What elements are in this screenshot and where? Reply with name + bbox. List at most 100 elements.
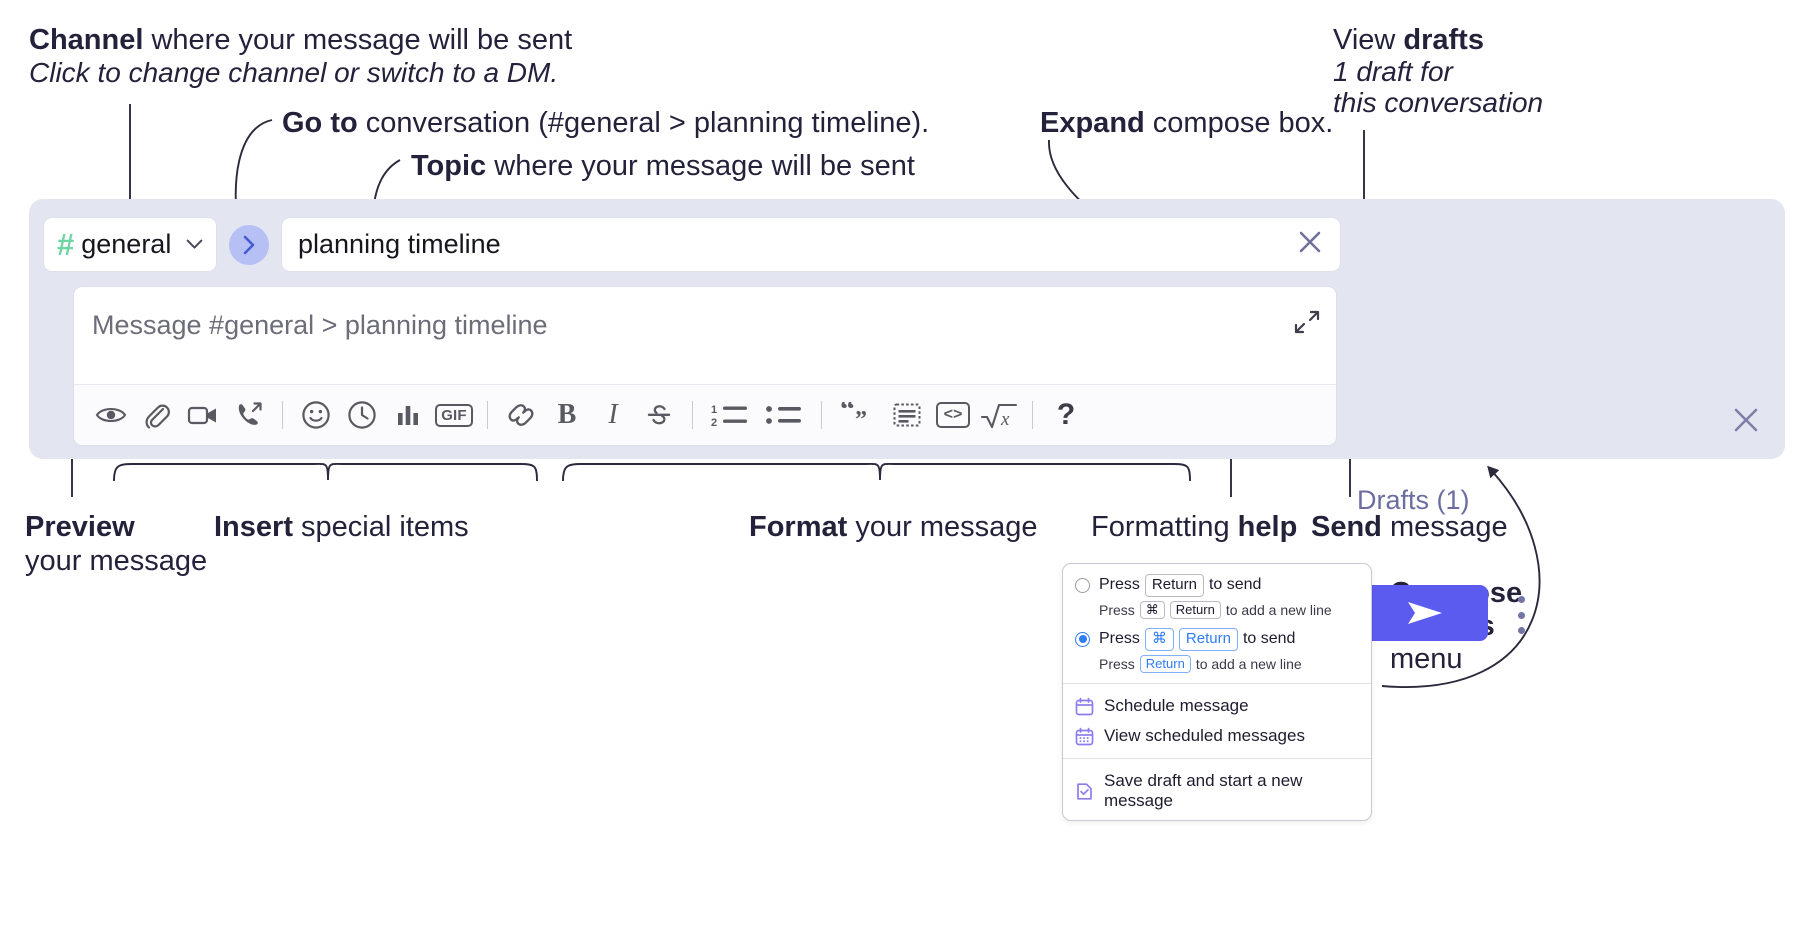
annotation-channel-sub: Click to change channel or switch to a D… <box>29 56 558 90</box>
toolbar-separator <box>1032 401 1033 429</box>
composer-header-row: # general planning timeline <box>43 217 1341 272</box>
annotation-goto-bold: Go to <box>282 107 358 139</box>
blockquote-icon[interactable]: “” <box>832 392 884 438</box>
link-icon[interactable] <box>498 392 544 438</box>
menu-item-label: View scheduled messages <box>1104 726 1305 745</box>
bold-label: B <box>557 399 577 430</box>
svg-text:2: 2 <box>711 417 717 428</box>
send-option-cmd-return[interactable]: Press ⌘ Return to send <box>1063 626 1371 653</box>
sub-press-label: Press <box>1099 655 1135 672</box>
video-icon[interactable] <box>180 392 226 438</box>
channel-name-label: general <box>81 229 172 259</box>
annotation-format: Format your message <box>749 510 1038 545</box>
svg-text:“: “ <box>840 402 855 426</box>
bullet-list-icon[interactable] <box>757 392 811 438</box>
help-icon[interactable]: ? <box>1043 392 1089 438</box>
menu-divider <box>1063 758 1371 759</box>
key-command: ⌘ <box>1144 628 1174 651</box>
toolbar-separator <box>821 401 822 429</box>
toolbar-separator <box>487 401 488 429</box>
message-input-box[interactable]: Message #general > planning timeline <box>73 286 1337 446</box>
drafts-link[interactable]: Drafts (1) <box>1357 485 1470 515</box>
press-label: Press <box>1099 576 1140 594</box>
menu-item-schedule-message[interactable]: Schedule message <box>1063 691 1371 721</box>
svg-text:”: ” <box>855 407 867 428</box>
topic-value: planning timeline <box>298 229 501 259</box>
send-option-return-sub: Press ⌘ Return to add a new line <box>1063 599 1371 622</box>
italic-label: I <box>608 399 618 430</box>
annotation-format-bold: Format <box>749 511 848 543</box>
annotation-format-rest: your message <box>847 511 1038 543</box>
radio-selected[interactable] <box>1075 631 1090 647</box>
bold-icon[interactable]: B <box>544 392 590 438</box>
annotation-help-bold: help <box>1237 511 1298 543</box>
annotation-insert: Insert special items <box>214 510 469 545</box>
menu-item-save-draft[interactable]: Save draft and start a new message <box>1063 766 1371 816</box>
compose-options-menu-button[interactable] <box>1510 593 1532 637</box>
key-return: Return <box>1169 600 1221 619</box>
hash-icon: # <box>57 227 75 262</box>
annotation-drafts-sub2-text: this conversation <box>1333 87 1544 118</box>
annotation-topic: Topic where your message will be sent <box>411 149 915 184</box>
annotation-formatting-help: Formatting help <box>1091 510 1297 545</box>
annotation-channel-bold: Channel <box>29 24 144 56</box>
emoji-icon[interactable] <box>293 392 339 438</box>
strikethrough-icon[interactable] <box>636 392 682 438</box>
annotation-preview-line2: your message <box>25 544 207 579</box>
annotation-expand: Expand compose box. <box>1040 106 1333 141</box>
poll-icon[interactable] <box>385 392 431 438</box>
key-command: ⌘ <box>1139 600 1165 619</box>
close-icon[interactable] <box>1296 228 1324 262</box>
calendar-icon <box>1075 697 1094 716</box>
annotation-send-bold: Send <box>1311 511 1382 543</box>
press-label: Press <box>1099 630 1140 648</box>
annotation-goto: Go to conversation (#general > planning … <box>282 106 929 141</box>
action-label: to send <box>1242 630 1296 648</box>
radio-unselected[interactable] <box>1075 577 1090 593</box>
calendar-grid-icon <box>1075 727 1094 746</box>
annotation-preview: Preview <box>25 510 135 545</box>
gif-label: GIF <box>435 403 473 427</box>
inline-code-label: <> <box>936 402 970 428</box>
channel-selector[interactable]: # general <box>43 217 217 272</box>
clock-icon[interactable] <box>339 392 385 438</box>
annotation-preview-line2-text: your message <box>25 545 208 577</box>
send-option-return-text: Press Return to send <box>1099 574 1261 597</box>
go-to-conversation-button[interactable] <box>229 224 269 265</box>
annotation-compose-options-3: menu <box>1390 642 1463 677</box>
audio-call-icon[interactable] <box>226 392 272 438</box>
send-option-cmd-return-sub: Press Return to add a new line <box>1063 653 1371 676</box>
inline-code-icon[interactable]: <> <box>930 392 976 438</box>
annotation-channel-sub-text: Click to change channel or switch to a D… <box>29 57 559 88</box>
attachment-icon[interactable] <box>134 392 180 438</box>
annotation-topic-rest: where your message will be sent <box>486 150 915 182</box>
menu-item-view-scheduled[interactable]: View scheduled messages <box>1063 721 1371 751</box>
svg-text:x: x <box>1000 409 1010 430</box>
preview-icon[interactable] <box>88 392 134 438</box>
message-input-placeholder: Message #general > planning timeline <box>92 310 548 340</box>
menu-divider <box>1063 683 1371 684</box>
send-option-cmd-return-text: Press ⌘ Return to send <box>1099 628 1295 651</box>
annotation-expand-rest: compose box. <box>1144 107 1334 139</box>
code-block-icon[interactable] <box>884 392 930 438</box>
close-icon[interactable] <box>1731 405 1761 440</box>
italic-icon[interactable]: I <box>590 392 636 438</box>
gif-icon[interactable]: GIF <box>431 392 477 438</box>
topic-input[interactable]: planning timeline <box>281 217 1341 272</box>
expand-icon[interactable] <box>1294 309 1320 335</box>
send-option-return[interactable]: Press Return to send <box>1063 572 1371 599</box>
compose-options-menu: Press Return to send Press ⌘ Return to a… <box>1062 563 1372 821</box>
save-draft-icon <box>1075 782 1094 801</box>
composer-main-area: # general planning timeline Message #gen… <box>29 199 1525 459</box>
annotation-goto-rest: conversation (#general > planning timeli… <box>357 107 930 139</box>
svg-text:1: 1 <box>711 404 717 416</box>
annotation-compose-options-line3: menu <box>1390 643 1463 675</box>
send-button[interactable] <box>1362 585 1488 641</box>
math-icon[interactable]: x <box>976 392 1022 438</box>
help-label: ? <box>1056 398 1076 431</box>
chevron-down-icon <box>186 235 203 255</box>
message-composer: # general planning timeline Message #gen… <box>29 199 1785 641</box>
annotation-drafts: View drafts <box>1333 23 1484 58</box>
